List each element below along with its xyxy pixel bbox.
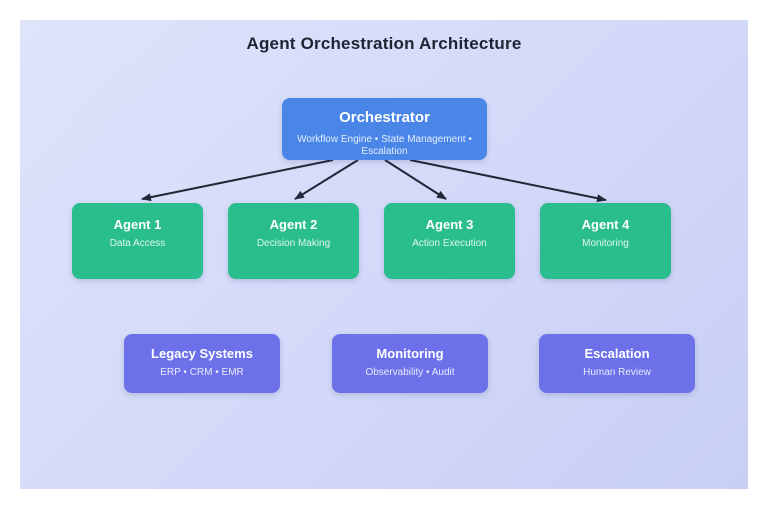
- escalation-subtitle: Human Review: [583, 366, 651, 378]
- legacy-systems-node: Legacy Systems ERP • CRM • EMR: [124, 334, 280, 393]
- edge-orchestrator-agent-2: [294, 159, 359, 200]
- orchestrator-subtitle: Workflow Engine • State Management • Esc…: [297, 134, 472, 157]
- legacy-systems-title: Legacy Systems: [151, 346, 253, 361]
- diagram-title: Agent Orchestration Architecture: [246, 34, 522, 53]
- agent-4-title: Agent 4: [581, 217, 630, 232]
- escalation-node: Escalation Human Review: [539, 334, 695, 393]
- agent-1-node: Agent 1 Data Access: [72, 203, 203, 279]
- agent-1-title: Agent 1: [113, 217, 162, 232]
- agent-1-subtitle: Data Access: [109, 237, 166, 249]
- legacy-systems-subtitle: ERP • CRM • EMR: [160, 366, 244, 378]
- monitoring-node: Monitoring Observability • Audit: [332, 334, 488, 393]
- edge-orchestrator-agent-4: [409, 159, 607, 203]
- agent-3-title: Agent 3: [425, 217, 474, 232]
- agent-4-node: Agent 4 Monitoring: [540, 203, 671, 279]
- agent-2-node: Agent 2 Decision Making: [228, 203, 359, 279]
- diagram-canvas: Agent Orchestration Architecture Orchest…: [20, 20, 748, 489]
- agent-2-subtitle: Decision Making: [256, 237, 331, 249]
- agent-3-subtitle: Action Execution: [412, 237, 487, 249]
- agent-2-title: Agent 2: [269, 217, 318, 232]
- orchestrator-title: Orchestrator: [339, 109, 430, 126]
- agent-4-subtitle: Monitoring: [582, 237, 629, 249]
- edge-orchestrator-agent-3: [384, 159, 447, 200]
- monitoring-subtitle: Observability • Audit: [365, 366, 455, 378]
- escalation-title: Escalation: [584, 346, 650, 361]
- orchestrator-node: Orchestrator Workflow Engine • State Man…: [282, 98, 487, 160]
- edge-orchestrator-agent-1: [141, 159, 334, 202]
- monitoring-title: Monitoring: [376, 346, 444, 361]
- agent-3-node: Agent 3 Action Execution: [384, 203, 515, 279]
